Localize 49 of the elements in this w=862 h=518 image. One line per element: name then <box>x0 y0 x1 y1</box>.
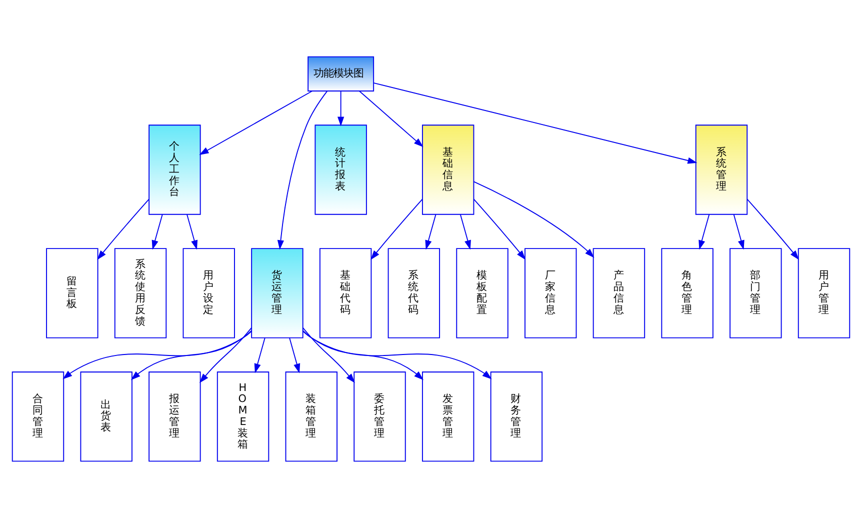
arrow <box>370 198 423 260</box>
node-box: 用户管理 <box>798 248 850 338</box>
node-box: 产品信息 <box>592 248 646 338</box>
arrow <box>358 90 424 148</box>
arrow <box>698 214 710 250</box>
arrow <box>338 90 344 126</box>
arrow <box>277 90 328 250</box>
node-box: 出货表 <box>80 372 132 462</box>
arrow <box>186 214 198 250</box>
node-box: 功能模块图 <box>308 56 374 92</box>
arrow <box>199 90 313 155</box>
arrow <box>130 330 252 380</box>
node-box: 个人工作台 <box>148 124 201 215</box>
arrow <box>473 198 526 260</box>
node-box: 角色管理 <box>661 248 714 338</box>
arrow <box>289 338 300 374</box>
node-box: 部门管理 <box>730 248 782 338</box>
node-box: 基础信息 <box>422 124 474 215</box>
arrow <box>62 330 252 380</box>
node-box: 厂家信息 <box>524 248 577 338</box>
node-box: 合同管理 <box>12 372 64 462</box>
node-box: 报运管理 <box>148 372 201 462</box>
arrow <box>425 214 436 250</box>
arrow <box>460 214 471 250</box>
arrow <box>302 327 355 384</box>
node-box: 模板配置 <box>456 248 508 338</box>
arrow <box>199 327 252 384</box>
node-box: 统计报表 <box>314 124 367 215</box>
arrow <box>302 330 492 380</box>
node-box: 基础代码 <box>319 248 372 338</box>
arrow <box>302 330 424 380</box>
node-box: 委托管理 <box>354 372 406 462</box>
arrow <box>746 198 799 260</box>
node-box: HOME装箱 <box>216 372 270 462</box>
node-box: 用户设定 <box>182 248 235 338</box>
node-box: 装箱管理 <box>285 372 338 462</box>
node-box: 货运管理 <box>251 248 304 338</box>
arrow <box>254 338 266 374</box>
arrow <box>473 181 594 258</box>
node-box: 系统管理 <box>695 124 748 215</box>
arrow <box>373 82 698 164</box>
node-box: 系统代码 <box>388 248 440 338</box>
arrow <box>152 214 163 250</box>
arrow <box>97 198 150 260</box>
node-box: 系统使用反馈 <box>114 248 167 338</box>
node-box: 留言板 <box>46 248 98 338</box>
arrow <box>733 214 744 250</box>
node-box: 发票管理 <box>422 372 474 462</box>
node-box: 财务管理 <box>490 372 543 462</box>
